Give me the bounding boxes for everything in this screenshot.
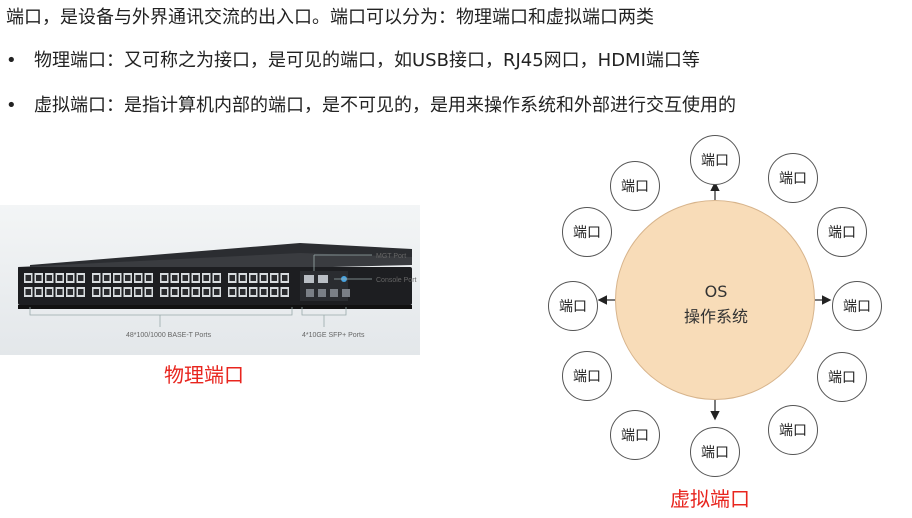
rj45-port-socket bbox=[135, 275, 141, 281]
port-node: 端口 bbox=[690, 135, 740, 185]
port-node: 端口 bbox=[768, 405, 818, 455]
rj45-port-socket bbox=[114, 289, 120, 295]
rj45-port-socket bbox=[78, 289, 84, 295]
port-node: 端口 bbox=[817, 352, 867, 402]
os-subtitle: 操作系统 bbox=[683, 307, 748, 326]
rj45-port-socket bbox=[67, 289, 73, 295]
rj45-port-socket bbox=[271, 289, 277, 295]
rj45-port-socket bbox=[161, 289, 167, 295]
network-switch-illustration: MGT Port Console Port 48*100/1000 BASE-T… bbox=[18, 243, 417, 339]
rj45-port-socket bbox=[125, 289, 131, 295]
console-port-label: Console Port bbox=[376, 277, 417, 284]
rj45-port-socket bbox=[93, 289, 99, 295]
bullet-dot: • bbox=[6, 50, 17, 71]
rj45-port-socket bbox=[104, 275, 110, 281]
rj45-port-socket bbox=[57, 289, 63, 295]
physical-port-caption: 物理端口 bbox=[164, 363, 244, 387]
rj45-port-grid bbox=[24, 273, 289, 297]
rj45-port-socket bbox=[57, 275, 63, 281]
port-node: 端口 bbox=[832, 281, 882, 331]
rj45-port-socket bbox=[67, 275, 73, 281]
rj45-port-socket bbox=[78, 275, 84, 281]
rj45-port-socket bbox=[261, 289, 267, 295]
arrows-layer bbox=[597, 181, 832, 421]
rj45-port-socket bbox=[282, 289, 288, 295]
rj45-port-socket bbox=[229, 275, 235, 281]
sfp-ports-label: 4*10GE SFP+ Ports bbox=[302, 332, 365, 339]
bullet-virtual-text: 虚拟端口：是指计算机内部的端口，是不可见的，是用来操作系统和外部进行交互使用的 bbox=[34, 95, 736, 116]
rj45-port-socket bbox=[114, 275, 120, 281]
port-node: 端口 bbox=[690, 427, 740, 477]
port-node: 端口 bbox=[610, 410, 660, 460]
rj45-port-socket bbox=[172, 275, 178, 281]
rj45-port-socket bbox=[271, 275, 277, 281]
mgt-port-label: MGT Port bbox=[376, 253, 406, 260]
rj45-port-socket bbox=[161, 275, 167, 281]
bullet-virtual: • 虚拟端口：是指计算机内部的端口，是不可见的，是用来操作系统和外部进行交互使用的 bbox=[6, 93, 906, 119]
bullet-dot: • bbox=[6, 95, 17, 116]
rj45-port-socket bbox=[182, 275, 188, 281]
rj45-port-socket bbox=[193, 289, 199, 295]
port-node: 端口 bbox=[548, 281, 598, 331]
switch-photo: MGT Port Console Port 48*100/1000 BASE-T… bbox=[0, 205, 420, 355]
rj45-port-socket bbox=[240, 275, 246, 281]
port-node: 端口 bbox=[562, 207, 612, 257]
rj45-port-socket bbox=[250, 289, 256, 295]
rj45-port-socket bbox=[182, 289, 188, 295]
intro-text: 端口，是设备与外界通讯交流的出入口。端口可以分为：物理端口和虚拟端口两类 bbox=[6, 7, 654, 28]
virtual-port-caption: 虚拟端口 bbox=[670, 487, 750, 511]
port-node: 端口 bbox=[562, 351, 612, 401]
rj45-port-socket bbox=[214, 289, 220, 295]
port-node: 端口 bbox=[610, 161, 660, 211]
rj45-port-socket bbox=[240, 289, 246, 295]
rj45-port-socket bbox=[172, 289, 178, 295]
rj45-port-socket bbox=[104, 289, 110, 295]
rj45-port-socket bbox=[125, 275, 131, 281]
rj45-port-socket bbox=[203, 289, 209, 295]
rj45-port-socket bbox=[25, 275, 31, 281]
os-label: OS bbox=[704, 282, 728, 301]
rj45-port-socket bbox=[282, 275, 288, 281]
port-node: 端口 bbox=[817, 207, 867, 257]
base-t-ports-label: 48*100/1000 BASE-T Ports bbox=[126, 332, 212, 339]
rj45-port-socket bbox=[203, 275, 209, 281]
rj45-port-socket bbox=[146, 289, 152, 295]
rj45-port-socket bbox=[229, 289, 235, 295]
rj45-port-socket bbox=[261, 275, 267, 281]
rj45-port-socket bbox=[36, 275, 42, 281]
rj45-port-socket bbox=[214, 275, 220, 281]
rj45-port-socket bbox=[135, 289, 141, 295]
rj45-port-socket bbox=[146, 275, 152, 281]
rj45-port-socket bbox=[36, 289, 42, 295]
rj45-port-socket bbox=[46, 275, 52, 281]
bullet-physical: • 物理端口：又可称之为接口，是可见的端口，如USB接口，RJ45网口，HDMI端… bbox=[6, 48, 906, 74]
rj45-port-socket bbox=[46, 289, 52, 295]
os-circle: OS 操作系统 bbox=[615, 200, 815, 400]
rj45-port-socket bbox=[193, 275, 199, 281]
bullet-physical-text: 物理端口：又可称之为接口，是可见的端口，如USB接口，RJ45网口，HDMI端口… bbox=[34, 50, 700, 71]
rj45-port-socket bbox=[93, 275, 99, 281]
virtual-port-diagram: OS 操作系统 端口 端口 端口 端口 端口 端口 端口 端口 端口 端口 端口… bbox=[540, 135, 900, 480]
port-node: 端口 bbox=[768, 153, 818, 203]
rj45-port-socket bbox=[250, 275, 256, 281]
rj45-port-socket bbox=[25, 289, 31, 295]
